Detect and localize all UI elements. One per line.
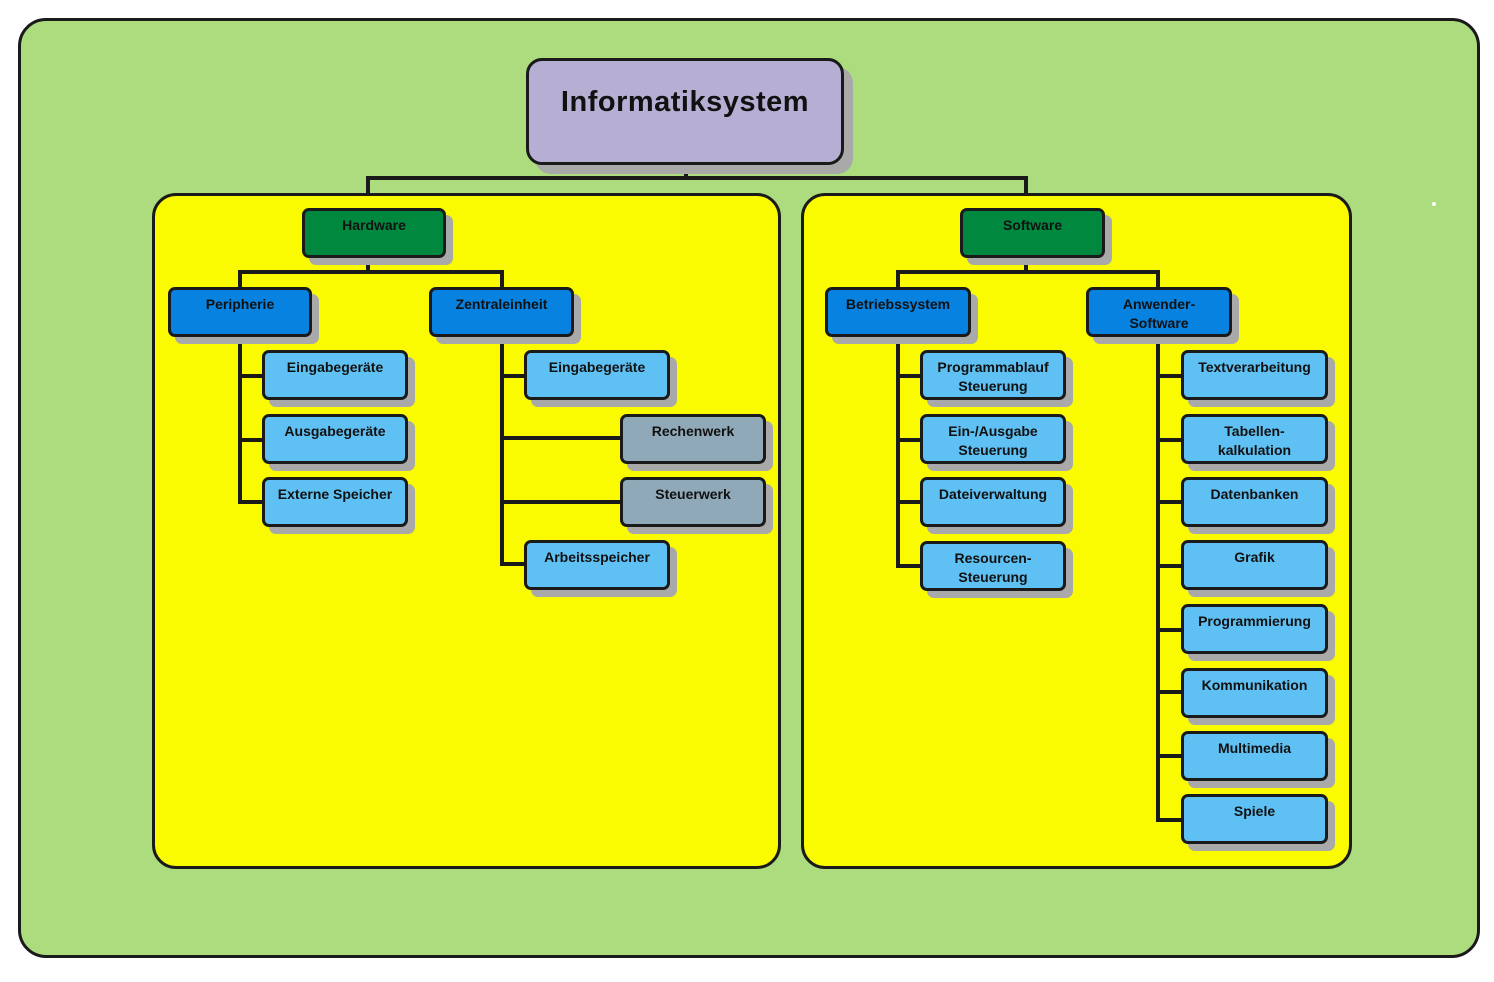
connector xyxy=(500,500,622,504)
connector xyxy=(1156,628,1184,632)
connector xyxy=(500,436,622,440)
anwender-item: Tabellen- kalkulation xyxy=(1181,414,1328,464)
zentraleinheit-node: Zentraleinheit xyxy=(429,287,574,337)
connector xyxy=(896,336,900,568)
connector xyxy=(500,562,526,566)
anwender-item: Grafik xyxy=(1181,540,1328,590)
anwender-item: Spiele xyxy=(1181,794,1328,844)
connector xyxy=(500,374,526,378)
connector xyxy=(366,176,1028,180)
connector xyxy=(238,438,264,442)
connector xyxy=(896,564,922,568)
connector xyxy=(500,336,504,566)
anwender-item: Datenbanken xyxy=(1181,477,1328,527)
connector xyxy=(896,270,900,290)
decorative-dot xyxy=(1432,202,1436,206)
zentraleinheit-item: Eingabegeräte xyxy=(524,350,670,400)
connector xyxy=(684,164,688,180)
connector xyxy=(1024,176,1028,196)
zentraleinheit-item: Steuerwerk xyxy=(620,477,766,527)
peripherie-item: Externe Speicher xyxy=(262,477,408,527)
anwender-item: Kommunikation xyxy=(1181,668,1328,718)
zentraleinheit-item: Arbeitsspeicher xyxy=(524,540,670,590)
peripherie-node: Peripherie xyxy=(168,287,312,337)
connector xyxy=(1156,690,1184,694)
anwender-item: Textverarbeitung xyxy=(1181,350,1328,400)
connector xyxy=(1156,374,1184,378)
connector xyxy=(896,374,922,378)
connector xyxy=(1156,270,1160,290)
connector xyxy=(896,438,922,442)
hardware-node: Hardware xyxy=(302,208,446,258)
betriebssystem-node: Betriebssystem xyxy=(825,287,971,337)
connector xyxy=(1156,438,1184,442)
connector xyxy=(1156,564,1184,568)
connector xyxy=(238,270,242,290)
connector xyxy=(1156,500,1184,504)
betriebssystem-item: Ein-/Ausgabe Steuerung xyxy=(920,414,1066,464)
peripherie-item: Ausgabegeräte xyxy=(262,414,408,464)
betriebssystem-item: Dateiverwaltung xyxy=(920,477,1066,527)
connector xyxy=(366,176,370,196)
connector xyxy=(1156,336,1160,822)
connector xyxy=(1024,256,1028,272)
connector xyxy=(366,256,370,272)
peripherie-item: Eingabegeräte xyxy=(262,350,408,400)
connector xyxy=(1156,818,1184,822)
anwender-item: Multimedia xyxy=(1181,731,1328,781)
connector xyxy=(238,374,264,378)
connector xyxy=(238,336,242,504)
connector xyxy=(896,500,922,504)
connector xyxy=(238,270,504,274)
root-node: Informatiksystem xyxy=(526,58,844,165)
connector xyxy=(896,270,1160,274)
connector xyxy=(1156,754,1184,758)
betriebssystem-item: Programmablauf Steuerung xyxy=(920,350,1066,400)
software-node: Software xyxy=(960,208,1105,258)
anwender-software-node: Anwender- Software xyxy=(1086,287,1232,337)
anwender-item: Programmierung xyxy=(1181,604,1328,654)
betriebssystem-item: Resourcen- Steuerung xyxy=(920,541,1066,591)
zentraleinheit-item: Rechenwerk xyxy=(620,414,766,464)
connector xyxy=(500,270,504,290)
connector xyxy=(238,500,264,504)
